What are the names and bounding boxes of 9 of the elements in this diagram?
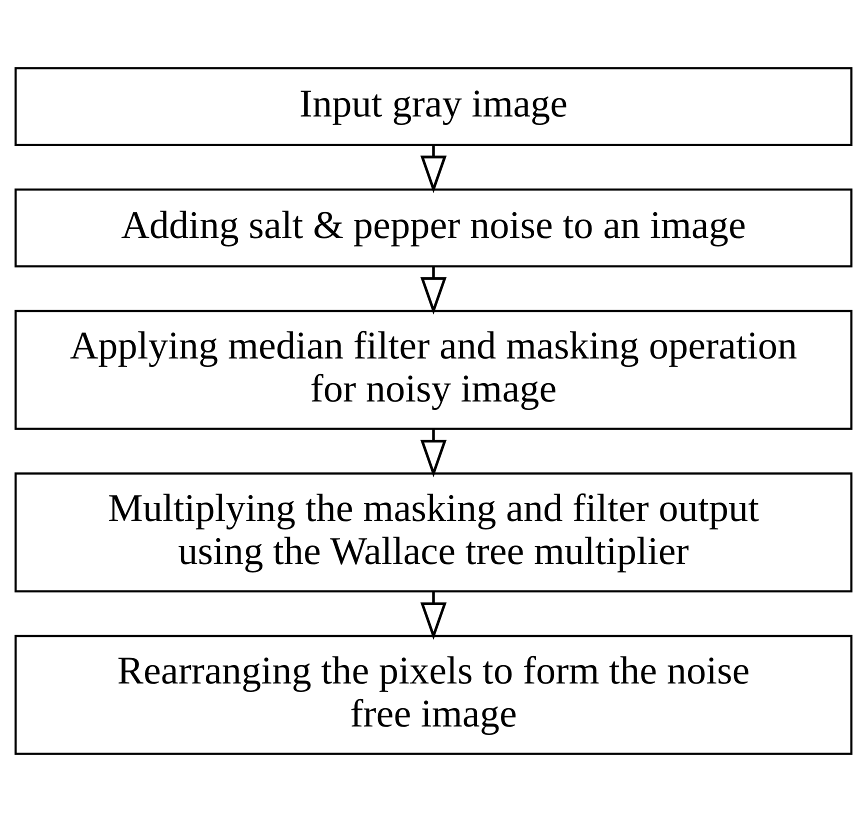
arrow bbox=[420, 592, 447, 640]
arrow bbox=[420, 144, 447, 194]
arrow bbox=[420, 429, 447, 478]
node-box: Input gray image bbox=[14, 67, 852, 146]
node-box: Adding salt & pepper noise to an image bbox=[14, 188, 852, 268]
node-box: Applying median filter and masking operation for noisy image bbox=[14, 310, 852, 430]
arrow bbox=[420, 266, 447, 315]
node-box: Rearranging the pixels to form the noise free image bbox=[14, 634, 852, 755]
node-box: Multiplying the masking and filter output using the Wallace tree multiplier bbox=[14, 472, 852, 592]
